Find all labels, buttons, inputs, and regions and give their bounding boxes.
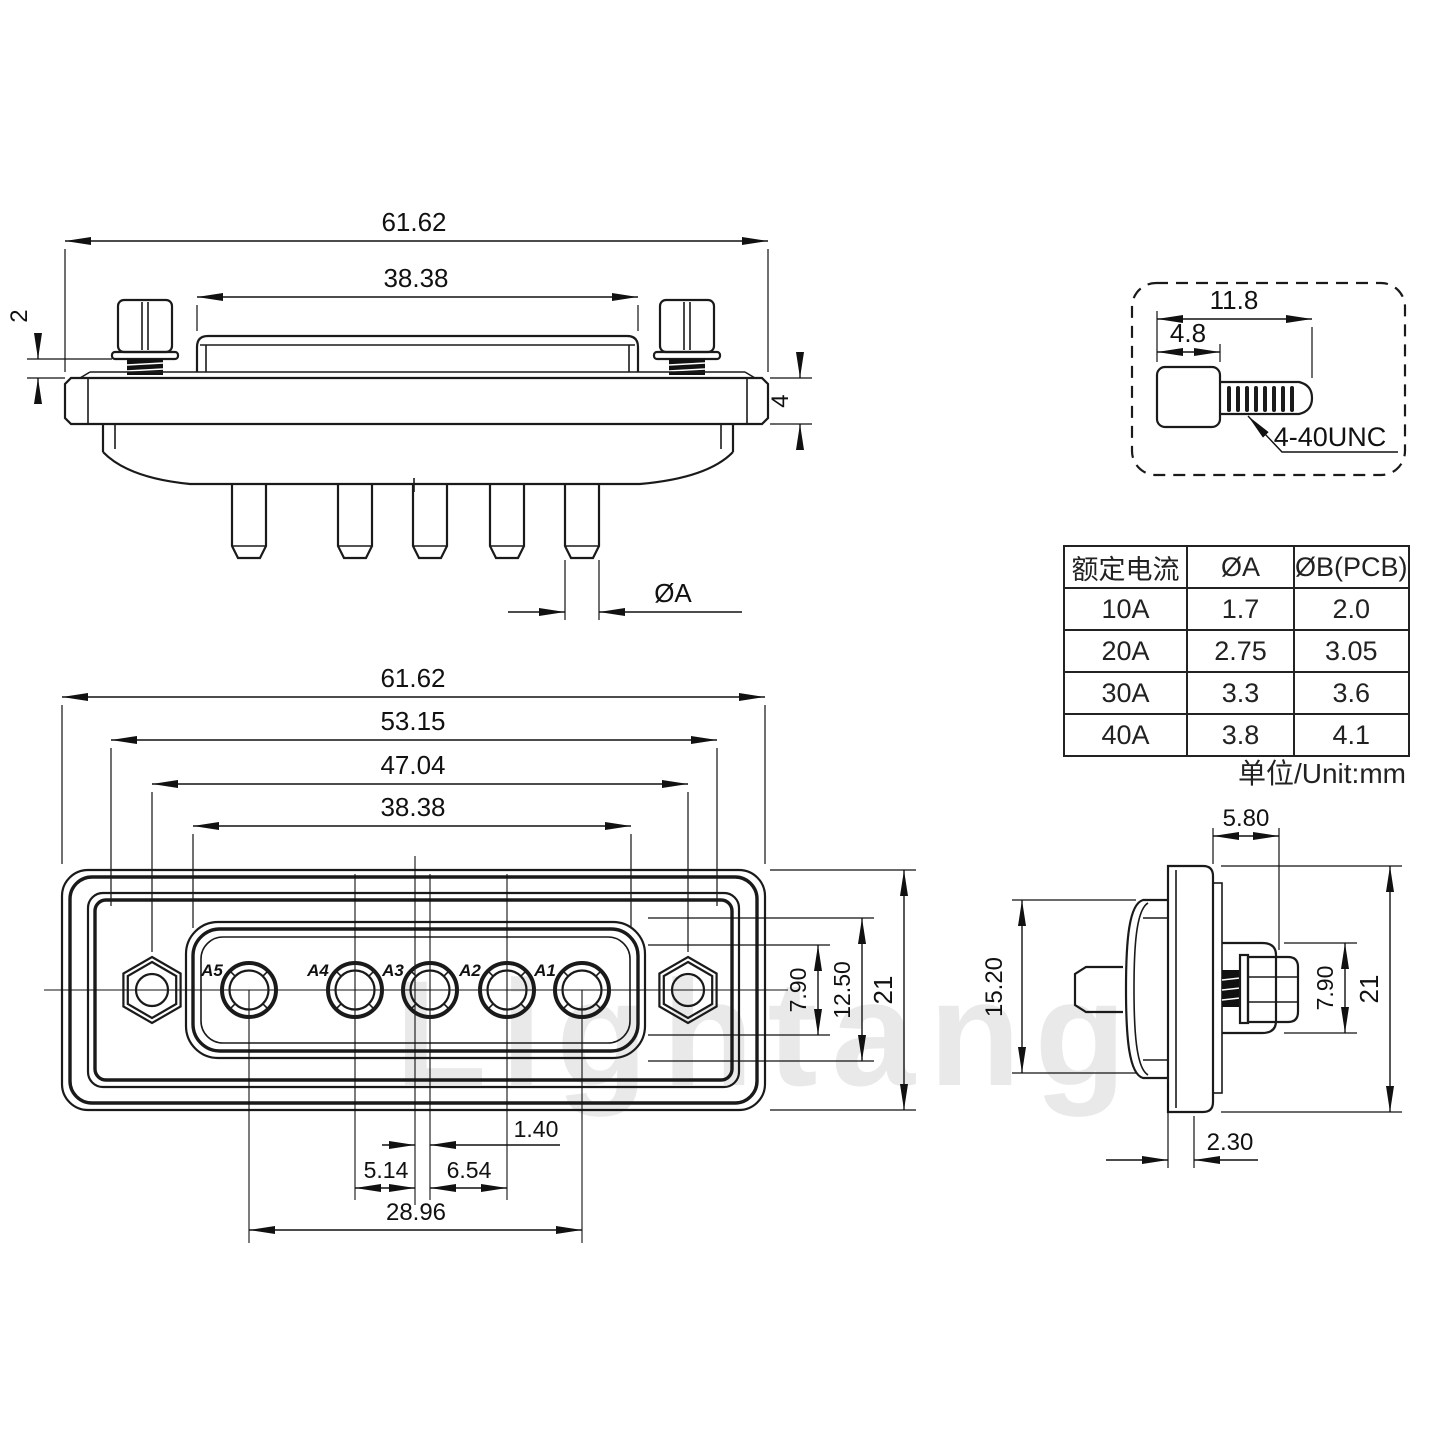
cell: 4.1: [1293, 713, 1410, 757]
contact-a2: [478, 961, 536, 1019]
dim-screw-length: 11.8: [1210, 285, 1259, 315]
cell: 3.05: [1293, 629, 1410, 673]
cell: 40A: [1063, 713, 1188, 757]
cell: 2.75: [1186, 629, 1295, 673]
screw-thread: [1220, 380, 1314, 416]
dim-center-offset: 1.40: [514, 1116, 559, 1142]
dim-flange-thickness: 4: [767, 394, 794, 407]
screw-head: [1155, 365, 1222, 429]
pin-label-a2: A2: [458, 961, 481, 980]
pin-label-a3: A3: [381, 961, 404, 980]
dim-mount-outer: 53.15: [380, 706, 445, 736]
cell: 20A: [1063, 629, 1188, 673]
dim-head-length: 4.8: [1170, 318, 1206, 348]
screw-detail-view: 11.8 4.8 4-40UNC: [1130, 281, 1407, 477]
table-row: 30A 3.3 3.6: [1063, 671, 1410, 715]
flange-side: [1166, 864, 1223, 1114]
pin-label-a1: A1: [533, 961, 556, 980]
table-row: 40A 3.8 4.1: [1063, 713, 1410, 757]
body-under-flange: [101, 424, 735, 492]
dim-mount-centers: 47.04: [380, 750, 445, 780]
dim-standoff: 2: [6, 309, 33, 322]
dim-side-height: 21: [1354, 975, 1384, 1004]
thread-spec-label: 4-40UNC: [1274, 422, 1387, 452]
mounting-nut-right: [658, 955, 718, 1025]
flange-top: [63, 376, 770, 426]
pin-label-a5: A5: [200, 961, 223, 980]
table-row: 20A 2.75 3.05: [1063, 629, 1410, 673]
jack-screw-right: [652, 298, 722, 375]
contact-a5: [220, 961, 278, 1019]
dim-shell-height: 15.20: [981, 957, 1008, 1017]
contact-a1: [553, 961, 611, 1019]
dim-pins-span: 28.96: [386, 1199, 446, 1226]
unit-note: 单位/Unit:mm: [1237, 758, 1406, 789]
dim-pitch-left: 5.14: [364, 1157, 409, 1183]
dim-shell-width: 38.38: [383, 263, 448, 293]
contact-a3: [401, 961, 459, 1019]
dim-offset: 2.30: [1207, 1129, 1254, 1156]
shell-cone-side: [1124, 898, 1168, 1080]
dim-front-overall: 61.62: [380, 663, 445, 693]
contact-pin-side: [1073, 965, 1123, 1014]
dim-front-shell: 38.38: [380, 792, 445, 822]
table-header-row: 额定电流 ØA ØB(PCB): [1063, 545, 1410, 589]
jack-screw-left: [110, 298, 180, 375]
dim-screw-projection: 5.80: [1223, 805, 1270, 832]
header-dia-a: ØA: [1186, 545, 1295, 589]
mounting-nut-left: [122, 955, 182, 1025]
right-side-view: 5.80 15.20 7.90 21 2.30: [981, 805, 1402, 1168]
cell: 3.8: [1186, 713, 1295, 757]
dim-front-height: 21: [868, 976, 898, 1005]
thread-ridges: [1227, 386, 1294, 412]
contact-a4: [326, 961, 384, 1019]
cell: 3.3: [1186, 671, 1295, 715]
cell: 1.7: [1186, 587, 1295, 631]
dim-pin-diameter: ØA: [654, 578, 692, 608]
connector-shell-top: [195, 334, 640, 372]
watermark-text: Lightang: [395, 949, 1140, 1117]
screw-side: [1221, 941, 1300, 1035]
cell: 2.0: [1293, 587, 1410, 631]
dim-overall-width: 61.62: [381, 207, 446, 237]
cell: 3.6: [1293, 671, 1410, 715]
leader-line: [1247, 415, 1398, 453]
cell: 30A: [1063, 671, 1188, 715]
top-side-view: 61.62 38.38: [6, 207, 812, 620]
dim-slot-height: 7.90: [785, 968, 811, 1013]
dim-pitch-right: 6.54: [447, 1157, 492, 1183]
header-rated-current: 额定电流: [1063, 545, 1188, 589]
dim-insert-height: 12.50: [829, 961, 855, 1019]
power-contacts: A5 A4 A3 A2 A1: [200, 961, 611, 1019]
current-rating-table: 额定电流 ØA ØB(PCB) 10A 1.7 2.0 20A 2.75 3.0…: [1063, 545, 1410, 757]
dim-head-height: 7.90: [1312, 966, 1338, 1011]
pin-label-a4: A4: [306, 961, 329, 980]
header-dia-b: ØB(PCB): [1293, 545, 1410, 589]
solder-pins-top: [230, 484, 601, 560]
cell: 10A: [1063, 587, 1188, 631]
front-view: 61.62 53.15 47.04 38.38: [44, 663, 916, 1243]
table-row: 10A 1.7 2.0: [1063, 587, 1410, 631]
